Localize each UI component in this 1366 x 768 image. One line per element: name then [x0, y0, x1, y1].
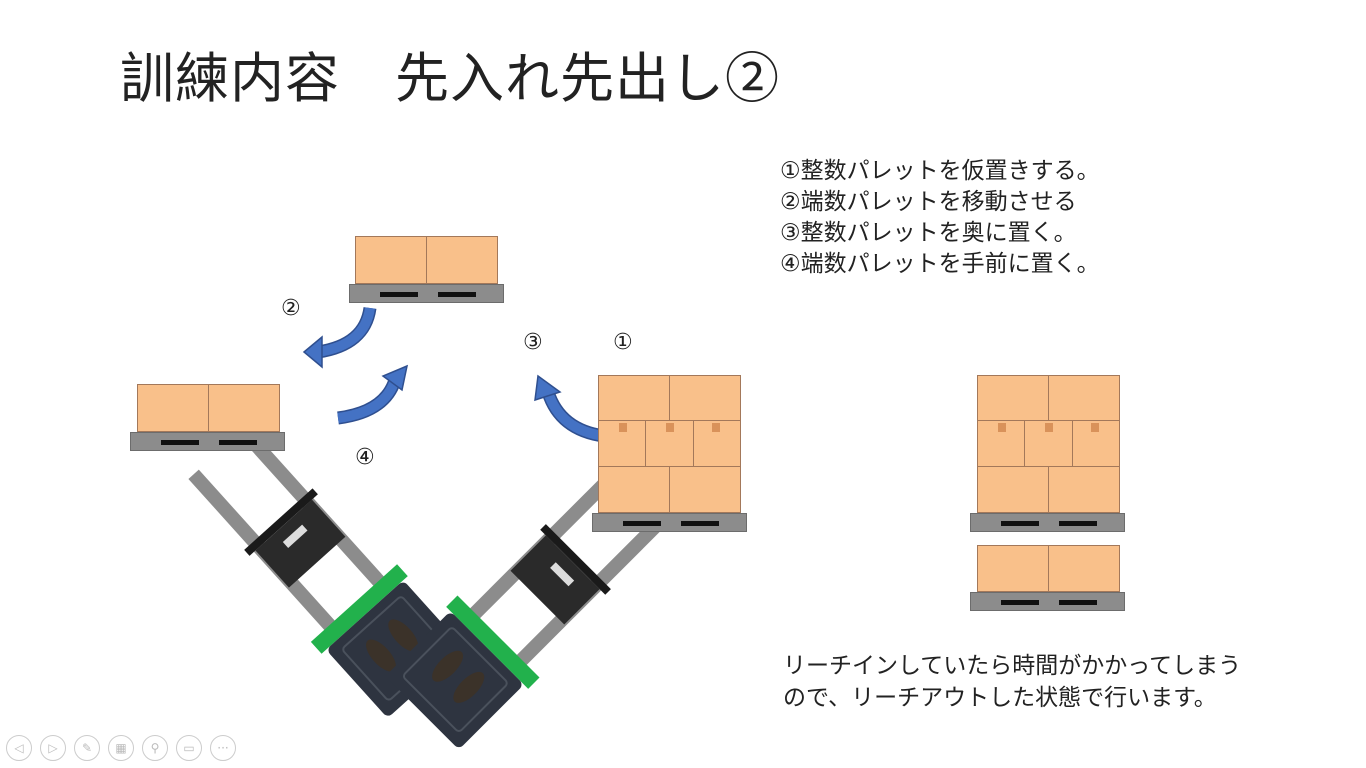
label-4: ④	[355, 445, 375, 470]
pen-icon: ✎	[81, 741, 93, 755]
camera-off-icon: ▭	[183, 741, 195, 755]
previous-icon: ◁	[14, 741, 24, 755]
zoom-button[interactable]: ⚲	[142, 735, 168, 761]
arrowhead-3	[534, 374, 562, 402]
see-all-slides-button[interactable]: ▦	[108, 735, 134, 761]
steps-list: ①整数パレットを仮置きする。 ②端数パレットを移動させる ③整数パレットを奥に置…	[780, 156, 1100, 280]
note-line-1: リーチインしていたら時間がかかってしまう	[783, 653, 1242, 679]
step-1: ①整数パレットを仮置きする。	[780, 158, 1100, 184]
camera-button[interactable]: ▭	[176, 735, 202, 761]
slideshow-controls: ◁ ▷ ✎ ▦ ⚲ ▭ ···	[6, 735, 236, 761]
pen-button[interactable]: ✎	[74, 735, 100, 761]
previous-slide-button[interactable]: ◁	[6, 735, 32, 761]
slides-grid-icon: ▦	[115, 741, 127, 755]
label-2: ②	[281, 296, 301, 321]
label-1: ①	[613, 330, 633, 355]
slide-title: 訓練内容 先入れ先出し②	[120, 47, 780, 110]
more-icon: ···	[217, 741, 229, 755]
arrow-2	[317, 307, 375, 357]
step-4: ④端数パレットを手前に置く。	[780, 251, 1100, 277]
more-options-button[interactable]: ···	[210, 735, 236, 761]
note-line-2: ので、リーチアウトした状態で行います。	[783, 685, 1217, 711]
note-text: リーチインしていたら時間がかかってしまう ので、リーチアウトした状態で行います。	[783, 650, 1241, 714]
next-icon: ▷	[48, 741, 58, 755]
arrow-4	[337, 378, 400, 423]
step-3: ③整数パレットを奥に置く。	[780, 220, 1077, 246]
arrow-3	[543, 390, 605, 441]
next-slide-button[interactable]: ▷	[40, 735, 66, 761]
arrowhead-2	[302, 335, 323, 369]
label-3: ③	[523, 330, 543, 355]
step-2: ②端数パレットを移動させる	[780, 189, 1077, 215]
magnifier-icon: ⚲	[150, 741, 160, 755]
arrowhead-4	[381, 364, 409, 392]
